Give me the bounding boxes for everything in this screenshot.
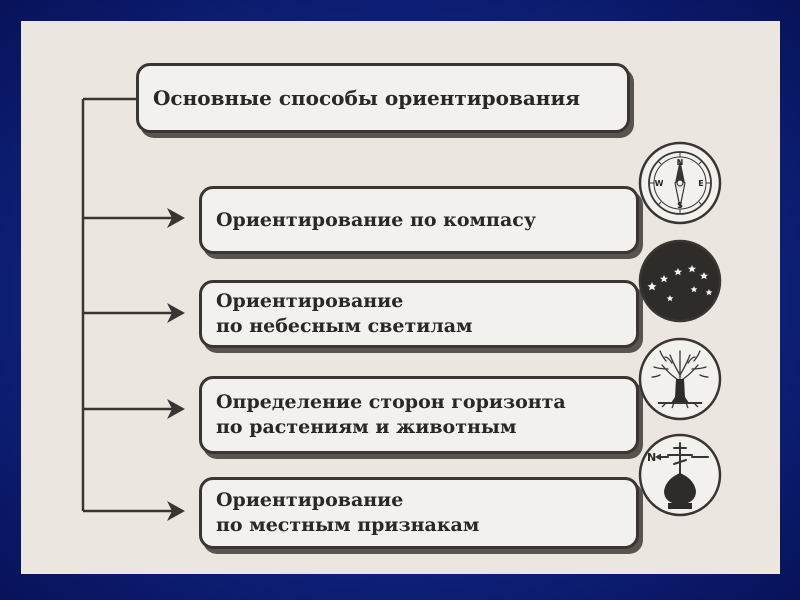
slide: Основные способы ориентирования Ориентир… — [21, 21, 780, 574]
title-box: Основные способы ориентирования — [136, 63, 630, 133]
method-box-compass: Ориентирование по компасу — [199, 186, 639, 254]
method-label-celestial: Ориентирование по небесным светилам — [216, 289, 473, 339]
tree-icon — [638, 337, 722, 421]
compass-east-letter: E — [698, 179, 703, 188]
church-dome-cross-icon: N — [638, 433, 722, 517]
compass-south-letter: S — [677, 201, 683, 210]
method-box-celestial: Ориентирование по небесным светилам — [199, 280, 639, 348]
method-box-plants-animals: Определение сторон горизонта по растения… — [199, 376, 639, 454]
starry-sky-icon — [638, 239, 722, 323]
compass-west-letter: W — [655, 179, 664, 188]
method-box-local-signs: Ориентирование по местным признакам — [199, 477, 639, 549]
method-label-plants-animals: Определение сторон горизонта по растения… — [216, 390, 566, 440]
method-label-compass: Ориентирование по компасу — [216, 208, 536, 233]
method-label-local-signs: Ориентирование по местным признакам — [216, 488, 479, 538]
north-letter: N — [647, 451, 656, 464]
compass-north-letter: N — [677, 158, 684, 167]
diagram-title: Основные способы ориентирования — [153, 86, 580, 111]
compass-icon: N S E W — [638, 141, 722, 225]
